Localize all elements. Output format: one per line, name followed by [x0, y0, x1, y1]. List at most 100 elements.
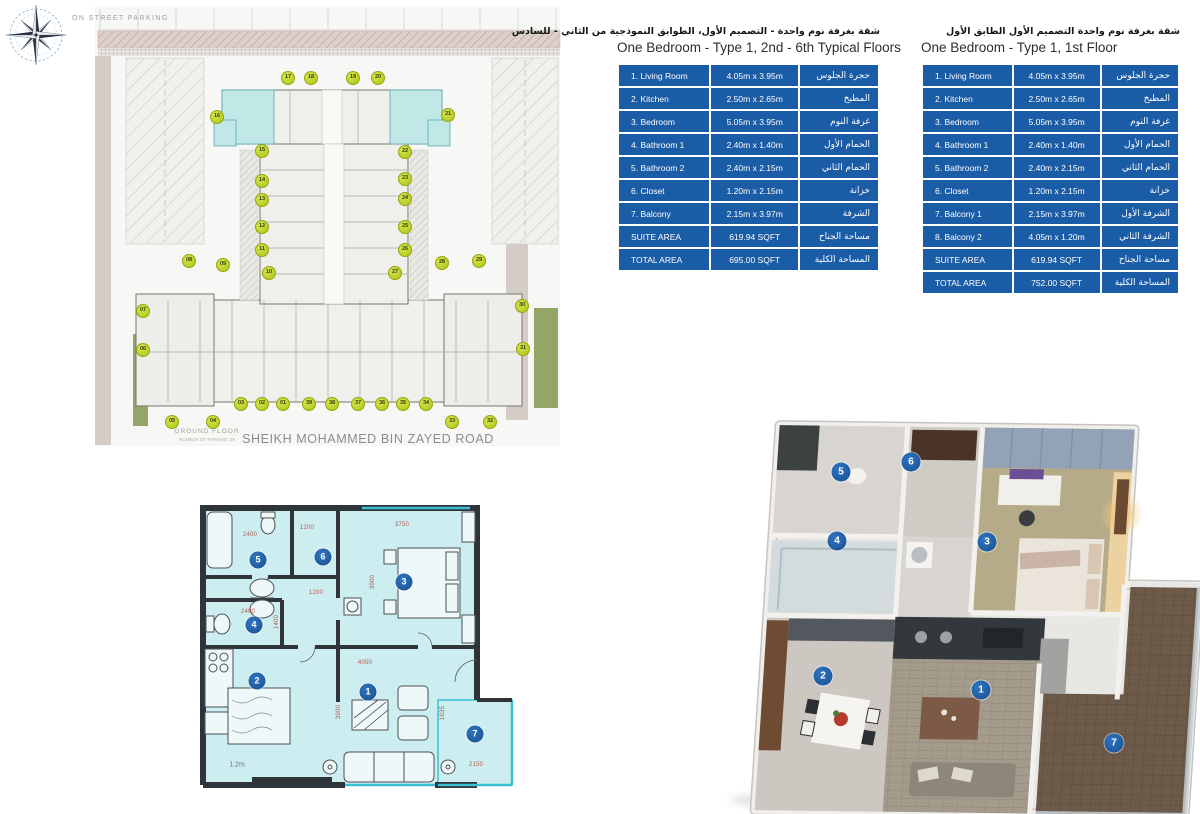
road-name-label: SHEIKH MOHAMMED BIN ZAYED ROAD [242, 432, 494, 446]
plan3d-fittings [758, 425, 1200, 814]
room-name-arabic-cell: المطبخ [1101, 88, 1178, 109]
floor-plan-3d [730, 420, 1200, 814]
room-size-cell: 695.00 SQFT [710, 249, 799, 270]
room-name-cell: 2. Kitchen [619, 88, 709, 109]
room-name-cell: 3. Bedroom [619, 111, 709, 132]
sidewalk-hatch-band [97, 30, 561, 49]
room-name-arabic-cell: خزانة [800, 180, 878, 201]
room-name-arabic-cell: غرفة النوم [1101, 111, 1178, 132]
paver-band [98, 48, 560, 56]
room-size-cell: 752.00 SQFT [1013, 272, 1100, 293]
room-size-cell: 4.05m x 1.20m [1013, 226, 1100, 247]
room-name-cell: TOTAL AREA [619, 249, 709, 270]
room-size-cell: 1.20m x 2.15m [710, 180, 799, 201]
room-name-cell: 5. Bathroom 2 [923, 157, 1012, 178]
room-name-cell: 1. Living Room [619, 65, 709, 86]
table-title-arabic: شقة بغرفة نوم واحدة التصميم الأول الطابق… [946, 26, 1180, 37]
room-name-arabic-cell: حجرة الجلوس [800, 65, 878, 86]
corridor-central [323, 143, 345, 305]
room-size-cell: 2.40m x 2.15m [710, 157, 799, 178]
parking-count-note: NUMBER OF PARKING: 39 [179, 437, 235, 442]
corridor-top [321, 89, 343, 145]
room-name-cell: 4. Bathroom 1 [923, 134, 1012, 155]
street-parking-ticks [98, 9, 560, 31]
room-name-cell: 5. Bathroom 2 [619, 157, 709, 178]
room-name-arabic-cell: مساحة الجناح [800, 226, 878, 247]
room-name-cell: SUITE AREA [923, 249, 1012, 270]
site-plan: ON STREET PARKING GROUND FLOOR NUMBER OF… [5, 4, 561, 446]
room-size-cell: 1.20m x 2.15m [1013, 180, 1100, 201]
room-size-cell: 619.94 SQFT [1013, 249, 1100, 270]
room-size-cell: 619.94 SQFT [710, 226, 799, 247]
spec-table-card-typical-floors: شقة بغرفة نوم واحدة - التصميم الأول، الط… [512, 26, 901, 272]
room-name-arabic-cell: المساحة الكلية [1101, 272, 1178, 293]
parking-column-left [125, 57, 205, 245]
room-name-arabic-cell: خزانة [1101, 180, 1178, 201]
room-name-cell: 6. Closet [619, 180, 709, 201]
table-title-english: One Bedroom - Type 1, 2nd - 6th Typical … [617, 40, 901, 55]
highlighted-unit-left [213, 89, 275, 147]
plan2d-windows [345, 506, 514, 787]
ground-floor-label: GROUND FLOOR [174, 428, 239, 435]
on-street-parking-label: ON STREET PARKING [72, 15, 169, 22]
room-name-cell: SUITE AREA [619, 226, 709, 247]
room-size-cell: 2.15m x 3.97m [1013, 203, 1100, 224]
room-name-cell: 8. Balcony 2 [923, 226, 1012, 247]
room-size-cell: 2.40m x 1.40m [1013, 134, 1100, 155]
table-title-english: One Bedroom - Type 1, 1st Floor [921, 40, 1118, 55]
room-name-arabic-cell: حجرة الجلوس [1101, 65, 1178, 86]
room-name-cell: 7. Balcony 1 [923, 203, 1012, 224]
room-size-cell: 4.05m x 3.95m [710, 65, 799, 86]
ramp-hatch-right [409, 149, 429, 301]
room-name-cell: TOTAL AREA [923, 272, 1012, 293]
highlighted-unit-right [389, 89, 451, 147]
room-name-arabic-cell: الحمام الثاني [1101, 157, 1178, 178]
room-name-cell: 4. Bathroom 1 [619, 134, 709, 155]
room-name-cell: 6. Closet [923, 180, 1012, 201]
landscape-strip-right [534, 308, 558, 408]
room-name-arabic-cell: مساحة الجناح [1101, 249, 1178, 270]
parking-column-right [491, 57, 559, 245]
room-name-cell: 1. Living Room [923, 65, 1012, 86]
room-name-cell: 3. Bedroom [923, 111, 1012, 132]
room-size-cell: 2.40m x 2.15m [1013, 157, 1100, 178]
room-name-cell: 2. Kitchen [923, 88, 1012, 109]
ramp-hatch-left [239, 149, 259, 301]
room-name-arabic-cell: الحمام الأول [800, 134, 878, 155]
room-size-cell: 5.05m x 3.95m [710, 111, 799, 132]
room-name-arabic-cell: غرفة النوم [800, 111, 878, 132]
room-name-arabic-cell: الحمام الأول [1101, 134, 1178, 155]
room-name-arabic-cell: الشرفة [800, 203, 878, 224]
room-name-cell: 7. Balcony [619, 203, 709, 224]
plan2d-interior-walls [203, 508, 512, 785]
building-unit-lines [136, 90, 522, 402]
room-name-arabic-cell: الشرفة الثاني [1101, 226, 1178, 247]
room-name-arabic-cell: الشرفة الأول [1101, 203, 1178, 224]
room-name-arabic-cell: الحمام الثاني [800, 157, 878, 178]
floor-plan-2d [200, 505, 514, 788]
room-name-arabic-cell: المطبخ [800, 88, 878, 109]
room-size-cell: 5.05m x 3.95m [1013, 111, 1100, 132]
room-size-cell: 4.05m x 3.95m [1013, 65, 1100, 86]
plan2d-fixtures [204, 511, 476, 783]
